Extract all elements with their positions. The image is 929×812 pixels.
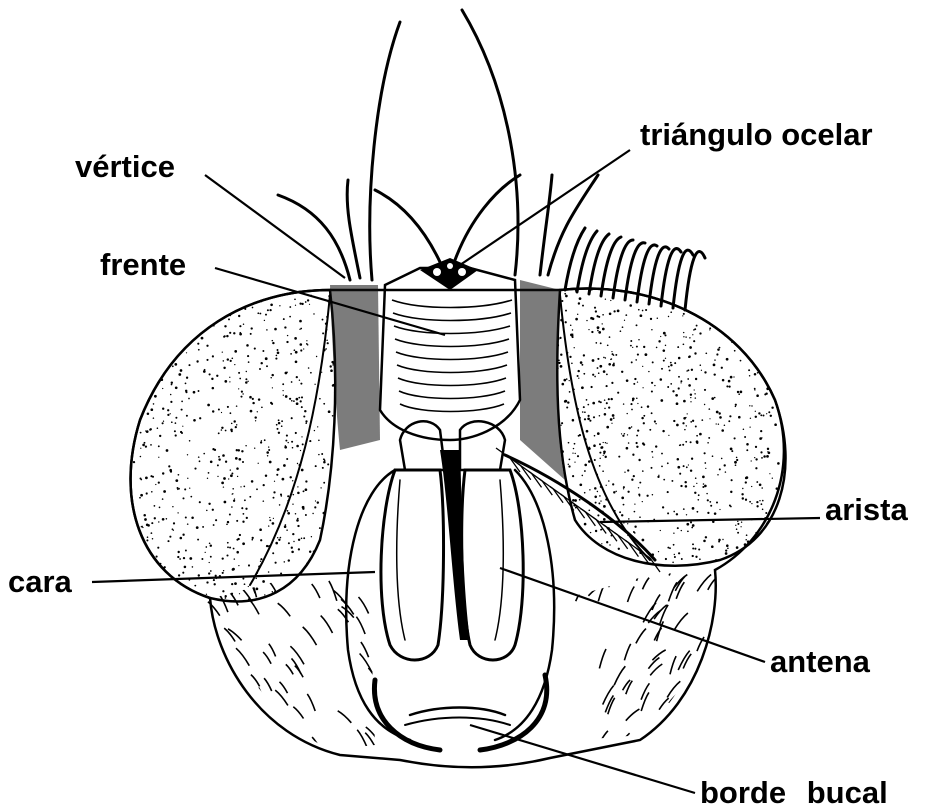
right-compound-eye [549,275,791,576]
bristles [278,10,705,310]
label-antena: antena [770,644,871,679]
leader-antena [500,568,765,662]
right-cheek [553,560,724,762]
label-borde-bucal: borde bucal [700,775,888,810]
leader-frente [215,268,445,335]
antennae [381,421,523,660]
label-cara: cara [8,564,73,599]
mouth-rim [374,675,546,750]
ocellar-triangle [420,258,478,290]
label-arista: arista [825,492,908,527]
label-frente: frente [100,247,186,282]
leader-cara [92,572,375,582]
label-triangulo-ocelar: triángulo ocelar [640,117,873,152]
leader-borde-bucal [470,725,695,793]
left-cheek [208,570,391,771]
label-vertice: vértice [75,149,175,184]
leader-arista [600,518,820,522]
left-compound-eye [119,284,346,616]
frontal-vitta [380,268,520,440]
